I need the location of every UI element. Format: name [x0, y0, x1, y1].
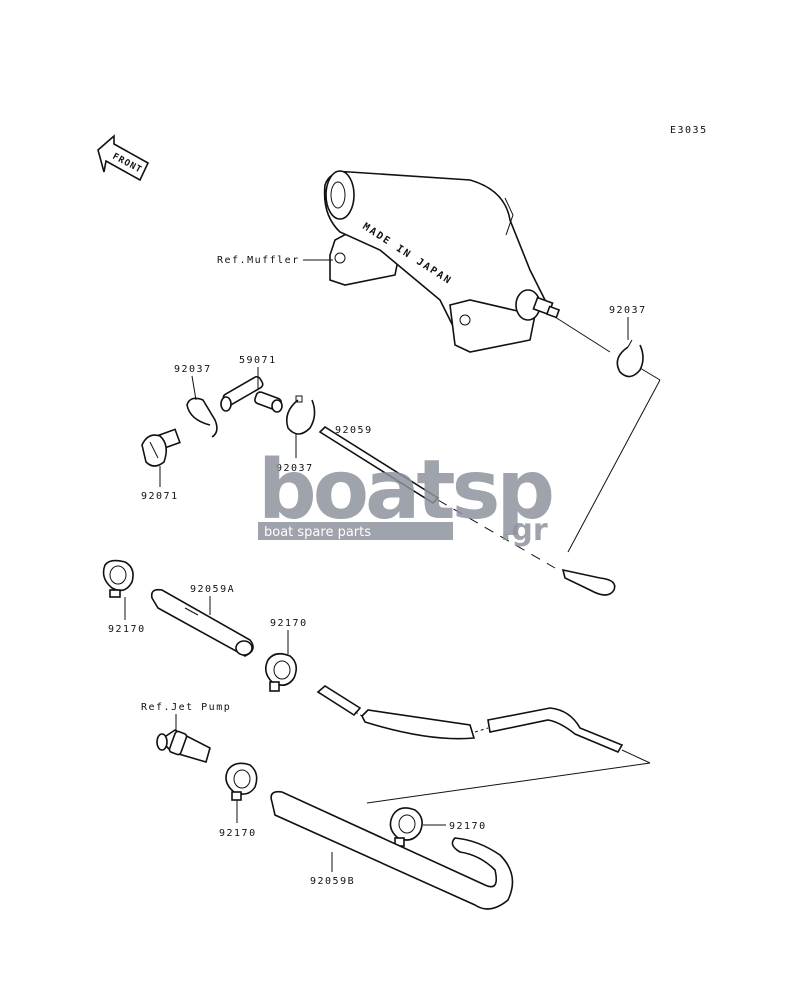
hose-middle-segments — [316, 685, 624, 754]
hose-92059 — [318, 425, 616, 596]
hose-clamp-92170-lower-right — [389, 807, 423, 847]
hose-clamp-92170-middle — [264, 652, 298, 692]
hose-clamp-92037-right — [285, 395, 316, 435]
muffler-part: MADE IN JAPAN — [323, 170, 561, 353]
label-92059: 92059 — [335, 425, 373, 436]
label-92037-outlet: 92037 — [609, 305, 647, 316]
label-92037-right: 92037 — [276, 463, 314, 474]
hose-92059a — [150, 588, 254, 657]
hose-92059b — [270, 790, 514, 910]
label-92059b: 92059B — [310, 876, 355, 887]
watermark-suffix: .gr — [500, 513, 548, 548]
label-92071: 92071 — [141, 491, 179, 502]
front-arrow-icon: FRONT — [97, 134, 150, 182]
ref-jet-pump-label: Ref.Jet Pump — [141, 702, 231, 713]
hose-clamp-92170-lower-left — [225, 762, 258, 801]
label-92170-middle: 92170 — [270, 618, 308, 629]
jet-pump-fitting — [156, 729, 211, 763]
label-92170-lower-left: 92170 — [219, 828, 257, 839]
hose-clamp-92037-outlet — [616, 339, 644, 378]
watermark-tagline: boat spare parts — [264, 525, 371, 540]
label-59071: 59071 — [239, 355, 277, 366]
watermark: boatsp .gr boat spare parts — [258, 443, 556, 548]
label-92037-left: 92037 — [174, 364, 212, 375]
label-92170-top-left: 92170 — [108, 624, 146, 635]
plug-92071 — [141, 428, 181, 467]
hose-clamp-92170-top-left — [102, 559, 134, 598]
label-92170-lower-right: 92170 — [449, 821, 487, 832]
fitting-59071 — [220, 375, 283, 413]
label-92059a: 92059A — [190, 584, 235, 595]
hose-clamp-92037-left — [186, 397, 218, 438]
ref-muffler-label: Ref.Muffler — [217, 255, 300, 266]
watermark-tag-bar — [258, 522, 453, 540]
diagram-code: E3035 — [670, 125, 708, 136]
